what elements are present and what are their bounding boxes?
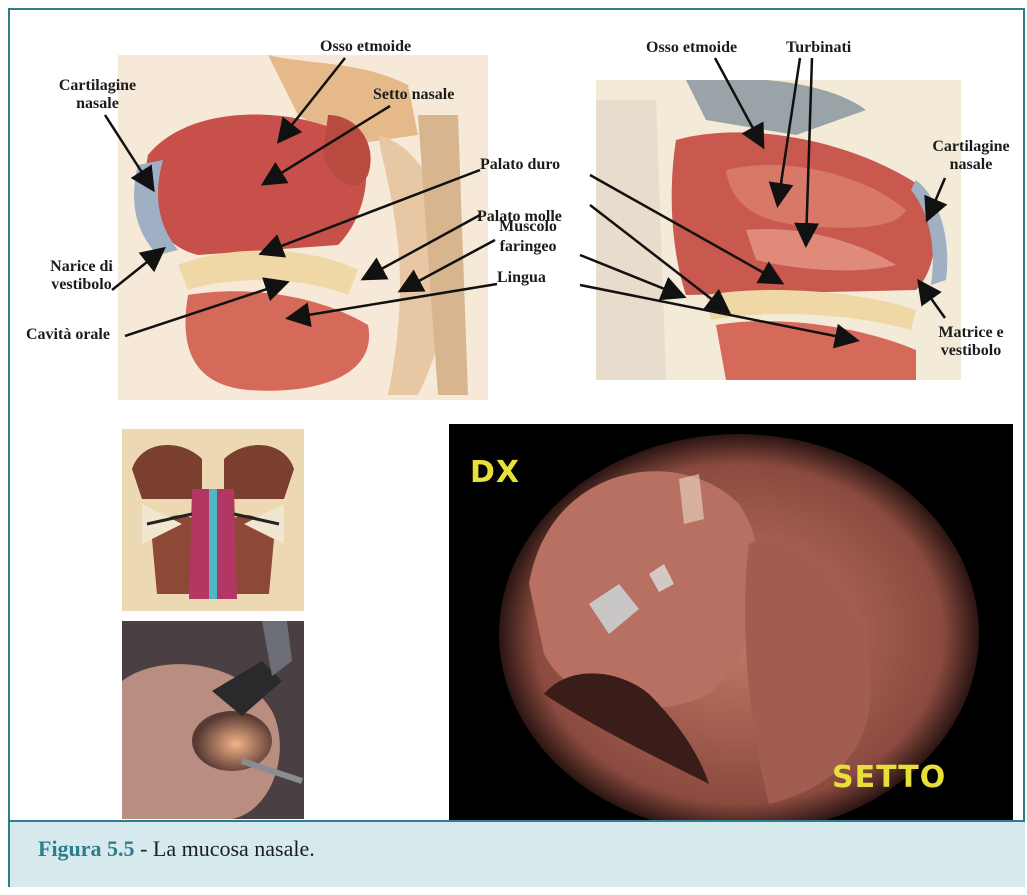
- label-muscolo-faringeo-line2: faringeo: [488, 238, 568, 256]
- right-sagittal-illustration: [596, 80, 961, 380]
- label-osso-etmoide-left: Osso etmoide: [320, 38, 411, 56]
- figure-number: Figura 5.5: [38, 836, 135, 861]
- label-line: nasale: [916, 156, 1026, 174]
- label-cartilagine-nasale-right: Cartilagine nasale: [916, 138, 1026, 174]
- label-cartilagine-nasale-left: Cartilagine nasale: [40, 77, 155, 113]
- endoscopy-label-setto: SETTO: [832, 760, 946, 795]
- label-line: nasale: [40, 95, 155, 113]
- figure-caption: Figura 5.5 - La mucosa nasale.: [38, 836, 315, 862]
- label-palato-duro: Palato duro: [480, 156, 560, 174]
- label-line: Cartilagine: [40, 77, 155, 95]
- label-muscolo-faringeo: Muscolo: [488, 218, 568, 236]
- label-line: vestibolo: [24, 276, 139, 294]
- label-matrice-vestibolo: Matrice e vestibolo: [916, 324, 1026, 360]
- left-sagittal-illustration: [118, 55, 488, 400]
- label-narice-vestibolo: Narice di vestibolo: [24, 258, 139, 294]
- label-line: Muscolo: [488, 218, 568, 236]
- label-setto-nasale: Setto nasale: [373, 86, 454, 104]
- label-cavita-orale: Cavità orale: [26, 326, 110, 344]
- label-osso-etmoide-right: Osso etmoide: [646, 39, 737, 57]
- label-line: Narice di: [24, 258, 139, 276]
- nasal-speculum-photo: [122, 621, 304, 819]
- label-line: faringeo: [488, 238, 568, 256]
- label-line: Cartilagine: [916, 138, 1026, 156]
- label-line: vestibolo: [916, 342, 1026, 360]
- endoscopy-label-dx: DX: [470, 455, 520, 490]
- label-lingua: Lingua: [497, 269, 546, 287]
- figure-caption-text: - La mucosa nasale.: [135, 836, 315, 861]
- label-turbinati: Turbinati: [786, 39, 851, 57]
- label-line: Matrice e: [916, 324, 1026, 342]
- coronal-sinus-illustration: [122, 429, 304, 611]
